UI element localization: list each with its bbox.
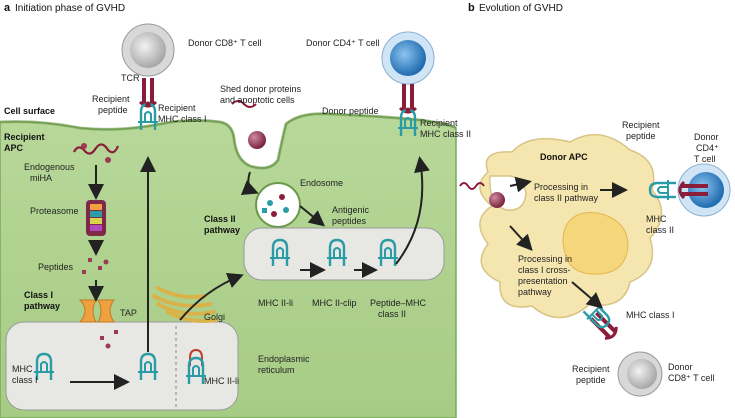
label-mhc-class1-1: MHC	[12, 364, 33, 374]
donor-cd4-t-cell	[381, 31, 435, 138]
ingested-protein	[489, 192, 505, 208]
label-donor-cd4-b1: Donor	[694, 132, 719, 142]
label-donor-cd4-b3: T cell	[694, 154, 715, 164]
label-proteasome: Proteasome	[30, 206, 79, 216]
panel-a: a Initiation phase of GVHD	[0, 2, 471, 418]
donor-apc-nucleus	[562, 212, 629, 275]
label-donor-cd8: Donor CD8⁺ T cell	[188, 38, 261, 48]
label-recipient-mhc1-2: MHC class I	[158, 114, 207, 124]
proteasome	[86, 200, 106, 236]
label-recipient-apc-2: APC	[4, 143, 24, 153]
label-mhc2-clip: MHC II-clip	[312, 298, 357, 308]
label-peptide-mhc-1: Peptide–MHC	[370, 298, 427, 308]
label-proc-c2-1: Processing in	[534, 182, 588, 192]
label-recipient-apc-1: Recipient	[4, 132, 45, 142]
flow-arrows-b	[509, 176, 628, 309]
label-recipient-peptide-b3: Recipient	[572, 364, 610, 374]
label-tcr: TCR	[121, 73, 140, 83]
label-mhc-c2-b2: class II	[646, 225, 674, 235]
label-proc-c1-2: class I cross-	[518, 265, 571, 275]
label-donor-cd4: Donor CD4⁺ T cell	[306, 38, 379, 48]
label-er-1: Endoplasmic	[258, 354, 310, 364]
label-mhc2-li-er: MHC II-li	[204, 376, 239, 386]
label-recipient-peptide-b4: peptide	[576, 375, 606, 385]
label-mhc-class1-2: class I	[12, 375, 38, 385]
label-tap: TAP	[120, 308, 137, 318]
label-peptide-mhc-2: class II	[378, 309, 406, 319]
label-endogenous-1: Endogenous	[24, 162, 75, 172]
panel-a-title: Initiation phase of GVHD	[15, 3, 125, 14]
label-proc-c1-1: Processing in	[518, 254, 572, 264]
label-mhc-class1-b: MHC class I	[626, 310, 675, 320]
label-peptides: Peptides	[38, 262, 74, 272]
label-recipient-peptide-2: peptide	[98, 105, 128, 115]
donor-cd4-t-cell-b	[648, 163, 731, 217]
label-donor-cd4-b2: CD4⁺	[696, 143, 719, 153]
label-recipient-peptide-1: Recipient	[92, 94, 130, 104]
label-antigenic-1: Antigenic	[332, 205, 370, 215]
label-donor-peptide: Donor peptide	[322, 106, 379, 116]
endosome-vesicle	[255, 182, 301, 228]
label-recipient-peptide-b2: peptide	[626, 131, 656, 141]
label-recipient-peptide-b1: Recipient	[622, 120, 660, 130]
label-golgi: Golgi	[204, 312, 225, 322]
panel-b: b Evolution of GVHD Dono	[459, 2, 731, 397]
label-proc-c1-3: presentation	[518, 276, 568, 286]
label-donor-apc: Donor APC	[540, 152, 588, 162]
label-mhc2-li: MHC II-li	[258, 298, 293, 308]
label-proc-c1-4: pathway	[518, 287, 552, 297]
er-compartment	[5, 321, 239, 411]
label-shed-1: Shed donor proteins	[220, 84, 302, 94]
flow-arrows	[70, 156, 430, 390]
label-endosome: Endosome	[300, 178, 343, 188]
label-class2-pathway-1: Class II	[204, 214, 236, 224]
panel-a-letter: a	[4, 2, 11, 14]
label-class2-pathway-2: pathway	[204, 225, 240, 235]
label-er-2: reticulum	[258, 365, 295, 375]
label-mhc-c2-b1: MHC	[646, 214, 667, 224]
label-class1-pathway-2: pathway	[24, 301, 60, 311]
donor-cd8-t-cell-b	[580, 298, 663, 397]
shed-protein	[248, 131, 266, 149]
golgi	[152, 286, 218, 323]
label-recipient-mhc1-1: Recipient	[158, 103, 196, 113]
tap-transporter	[78, 299, 116, 323]
label-class1-pathway-1: Class I	[24, 290, 53, 300]
label-endogenous-2: miHA	[30, 173, 52, 183]
label-shed-2: and apoptotic cells	[220, 95, 295, 105]
donor-cd8-t-cell	[121, 23, 175, 132]
label-donor-cd8-b2: CD8⁺ T cell	[668, 373, 714, 383]
panel-b-letter: b	[468, 2, 475, 14]
label-donor-cd8-b1: Donor	[668, 362, 693, 372]
label-recipient-mhc2-1: Recipient	[420, 118, 458, 128]
label-recipient-mhc2-2: MHC class II	[420, 129, 471, 139]
label-proc-c2-2: class II pathway	[534, 193, 599, 203]
label-cell-surface: Cell surface	[4, 106, 55, 116]
peptide-fragments	[82, 258, 118, 349]
panel-b-title: Evolution of GVHD	[479, 3, 563, 14]
label-antigenic-2: peptides	[332, 216, 367, 226]
endogenous-miha	[73, 143, 120, 155]
